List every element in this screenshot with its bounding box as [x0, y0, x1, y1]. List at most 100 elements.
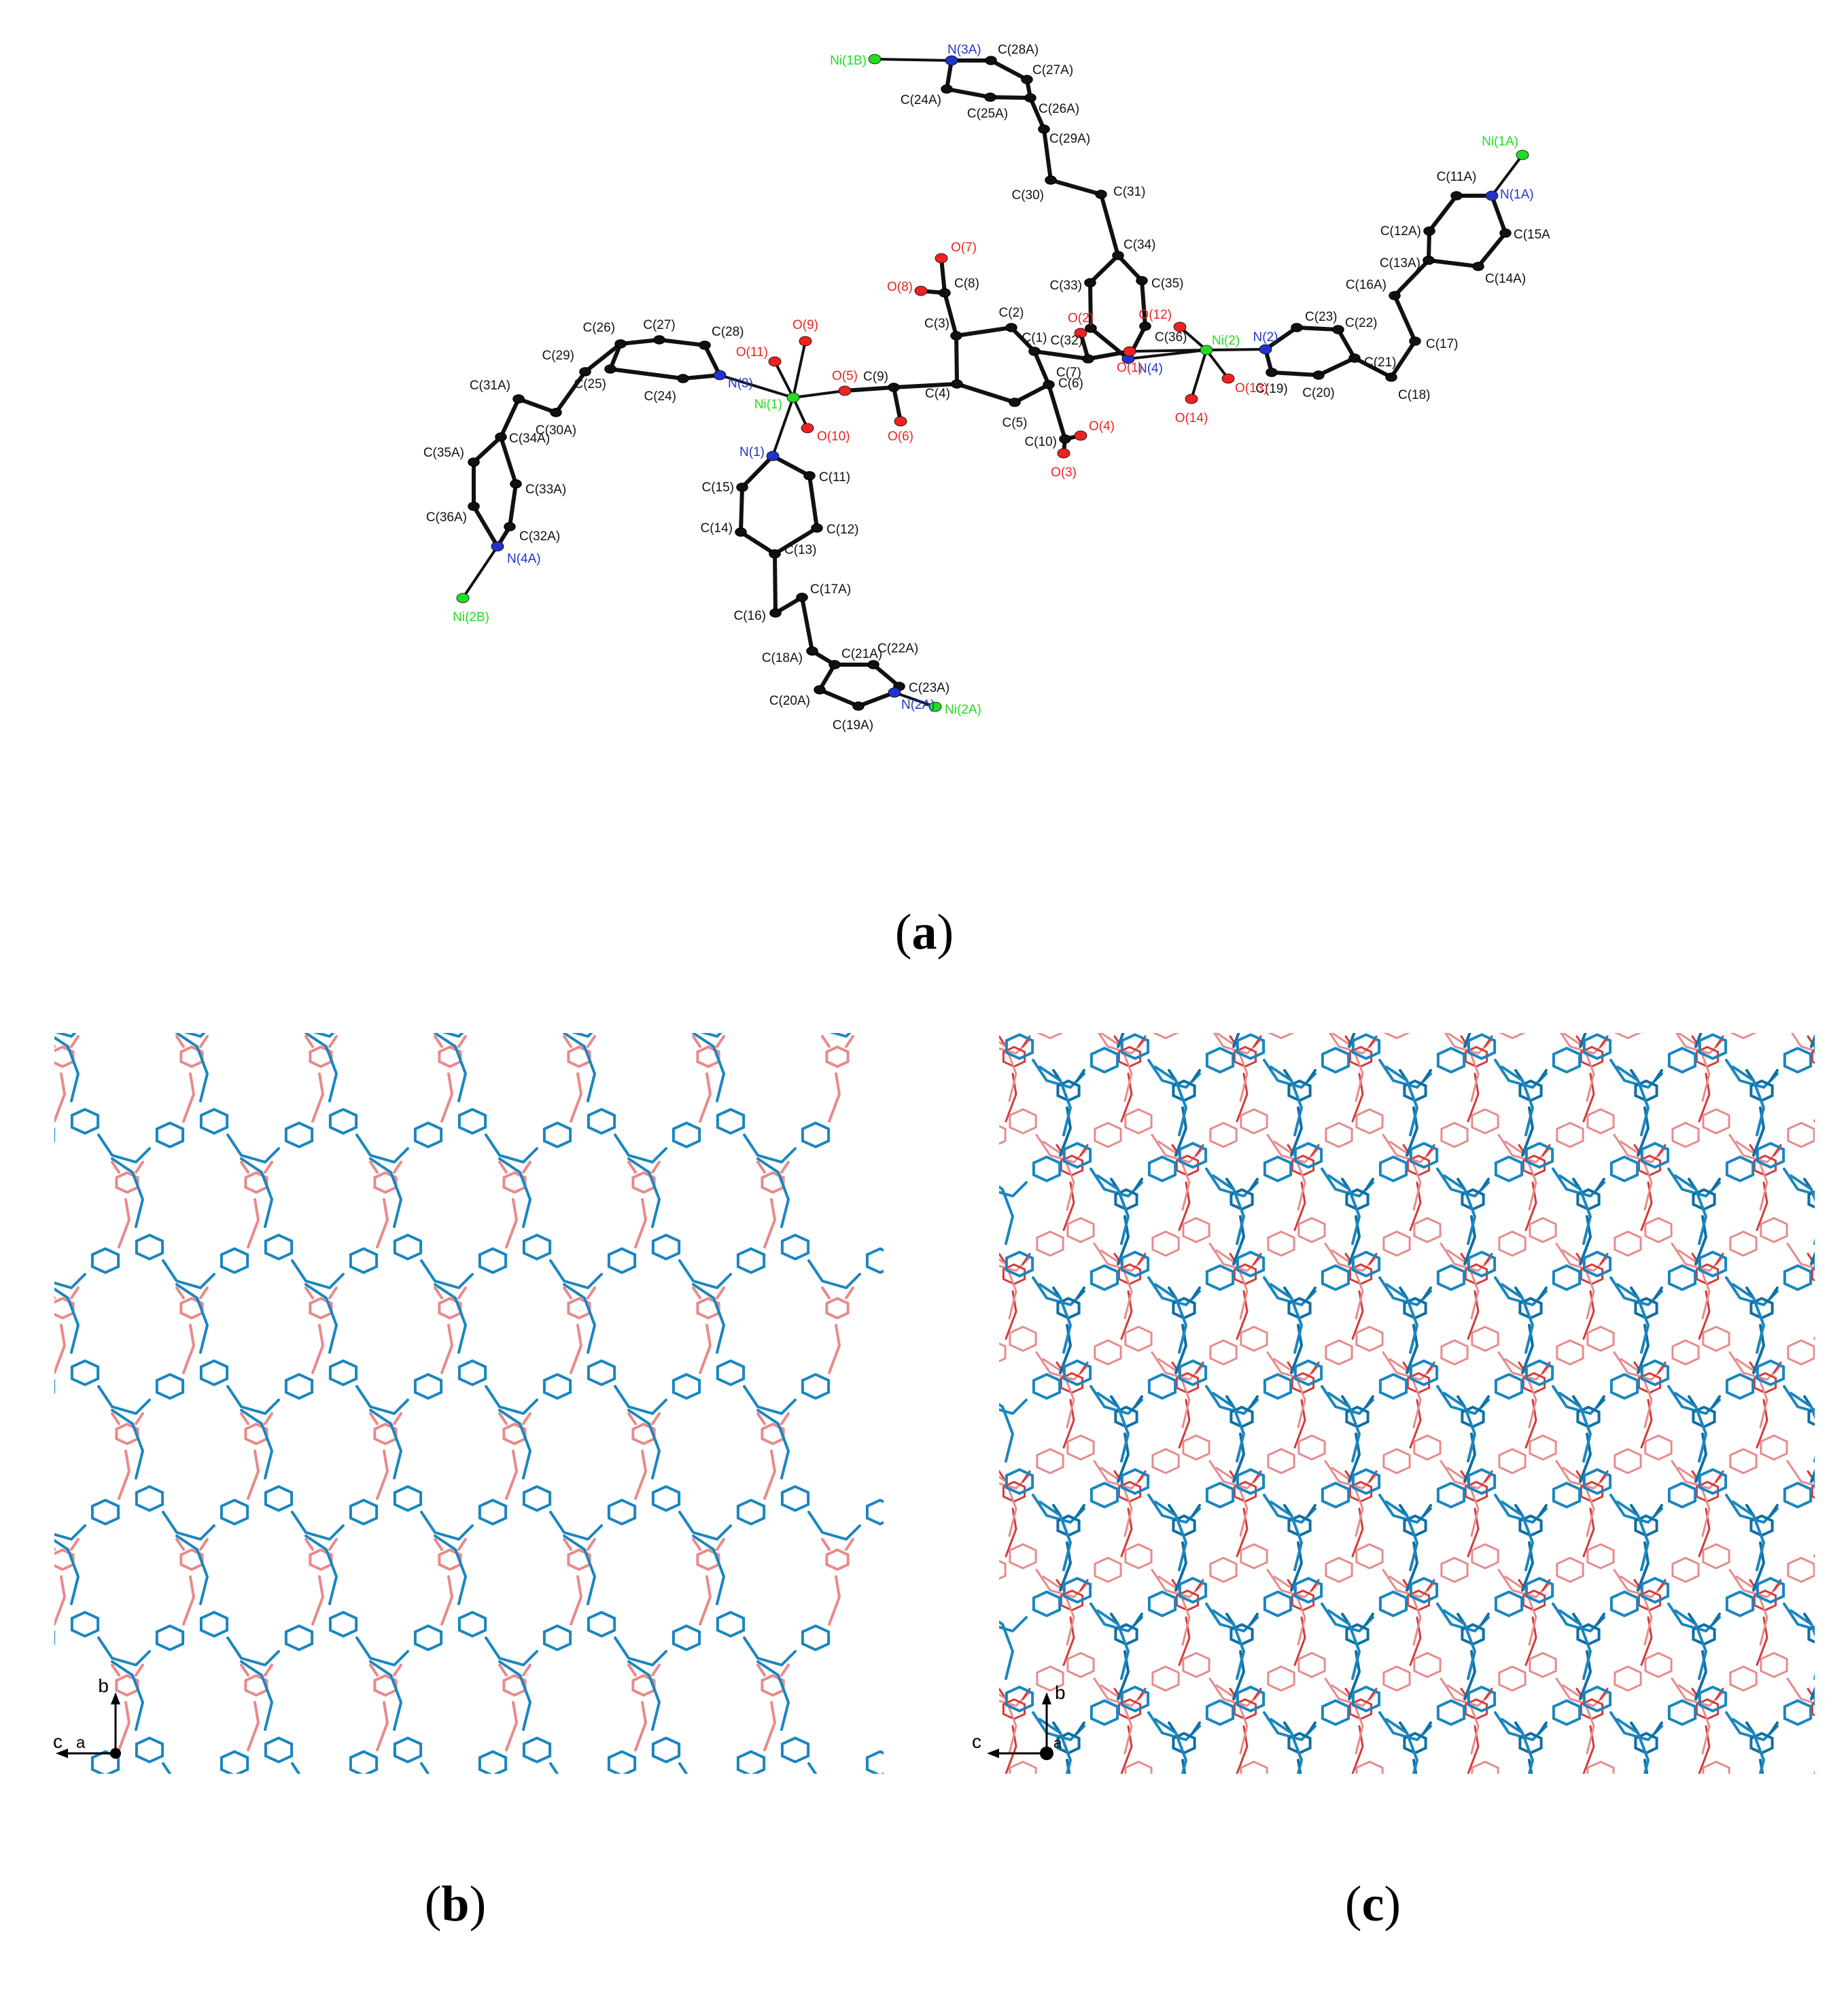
net-c-layer2-blue-linker: [1732, 1501, 1765, 1571]
atom-C12A: [1423, 226, 1435, 236]
atom-C17A: [796, 593, 808, 602]
bond-N4A-Ni2B: [461, 545, 499, 599]
net-b-red-bond: [587, 1286, 596, 1299]
net-c-layer1-red-ring: [1811, 1049, 1815, 1064]
atom-label-C11A: C(11A): [1437, 170, 1477, 184]
atom-label-C26A: C(26A): [1039, 102, 1079, 116]
net-c-layer1-blue-ring: [1471, 1760, 1499, 1774]
net-c-layer1-blue-linker: [1730, 1787, 1781, 1801]
net-b-blue-ring: [865, 1247, 884, 1274]
net-c-layer1-blue-linker: [1562, 1467, 1595, 1537]
bond-N2-C23: [1263, 326, 1299, 351]
panel-a-molecular-structure: Ni(1B)N(3A)C(28A)C(27A)C(24A)C(25A)C(26A…: [423, 43, 1550, 733]
atom-label-C8: C(8): [954, 277, 979, 291]
net-c-layer2-red-bond: [1307, 1069, 1317, 1082]
net-c-layer1-blue-ring: [1529, 1434, 1557, 1461]
net-b-red-bond: [434, 1538, 443, 1551]
atom-C29: [579, 367, 591, 376]
net-c-layer2-blue-linker: [1212, 1609, 1245, 1680]
net-b-blue-ring: [220, 1247, 249, 1274]
bond-C16A-C13A: [1393, 258, 1431, 298]
net-b-red-bond: [54, 1044, 56, 1048]
net-b-blue-ring: [70, 1108, 100, 1135]
net-b-blue-linker: [175, 1283, 209, 1354]
net-c-layer2-blue-ring: [1120, 1468, 1150, 1495]
net-c-layer1-blue-linker: [1614, 1787, 1665, 1801]
panel-c-interpenetrated-network: b c a: [972, 1019, 1815, 1801]
atom-label-C27A: C(27A): [1032, 63, 1073, 77]
net-b-blue-ring: [328, 1359, 358, 1386]
atom-label-O14: O(14): [1175, 411, 1208, 425]
axis-b-label: b: [98, 1675, 109, 1696]
net-c-layer2-blue-linker: [1783, 1602, 1815, 1631]
net-c-layer2-red-bond: [1654, 1504, 1663, 1517]
atom-O6: [894, 416, 907, 427]
bond-N1-C11: [771, 454, 812, 478]
net-c-layer1-blue-ring: [1761, 1019, 1787, 1025]
net-b-blue-linker: [54, 1524, 86, 1541]
net-b-red-ring: [825, 1045, 850, 1068]
net-b-red-ring: [244, 1422, 268, 1445]
atom-label-C20: C(20): [1302, 386, 1335, 400]
net-c-layer2-red-bond: [1191, 1069, 1201, 1082]
net-c-layer2-red-bond: [1538, 1069, 1548, 1082]
net-c-layer1-blue-linker: [1677, 1684, 1711, 1755]
net-b-blue-linker: [54, 1539, 80, 1605]
net-c-layer1-blue-ring: [1556, 1556, 1584, 1583]
net-c-layer1-blue-linker: [1036, 1787, 1087, 1801]
atom-label-O6: O(6): [888, 430, 913, 444]
net-b-blue-linker: [807, 1762, 818, 1774]
net-c-layer2-red-bond: [1769, 1721, 1779, 1734]
atom-label-N4A: N(4A): [507, 552, 541, 566]
net-b-blue-linker: [434, 1033, 467, 1102]
atom-label-Ni2: Ni(2): [1212, 334, 1240, 348]
net-c-layer2-blue-ring: [1467, 1685, 1497, 1713]
net-b-blue-linker: [240, 1660, 273, 1731]
net-c-layer1-blue-ring: [1240, 1760, 1268, 1774]
atom-O3: [1057, 448, 1070, 459]
net-b-red-bond: [175, 1286, 185, 1299]
net-c-layer2-blue-linker: [1327, 1174, 1361, 1245]
net-c-layer2-blue-ring: [1205, 1699, 1235, 1726]
atom-label-C15A: C(15A): [1514, 228, 1550, 242]
net-b-blue-ring: [328, 1108, 358, 1135]
bond-C22-C21: [1336, 328, 1357, 360]
net-c-layer2-blue-linker: [1501, 1718, 1534, 1774]
net-b-blue-linker: [97, 1636, 151, 1666]
atom-C36A: [468, 502, 480, 511]
net-c-layer1-blue-ring: [1036, 1665, 1064, 1692]
net-b-red-linker: [634, 1701, 647, 1751]
net-c-layer2-red-bond: [1423, 1286, 1432, 1299]
net-b-red-linker: [505, 1701, 518, 1751]
net-c-layer2-blue-ring: [1378, 1590, 1408, 1617]
net-b-blue-ring: [522, 1736, 552, 1764]
bond-O5-Ni1: [792, 389, 846, 399]
net-c-layer2-blue-ring: [1609, 1373, 1639, 1400]
net-c-layer2-blue-linker: [1443, 1609, 1476, 1680]
bond-C12-C13: [773, 526, 819, 556]
net-c-layer2-blue-ring: [1524, 1142, 1554, 1169]
net-b-red-linker: [763, 1450, 776, 1500]
net-c-layer1-blue-ring: [1498, 1033, 1527, 1040]
atom-O7: [935, 253, 948, 264]
net-c-layer2-red-bond: [1249, 1395, 1259, 1408]
bond-Ni1-N3: [718, 374, 795, 399]
net-c-layer1-blue-ring: [1556, 1339, 1584, 1366]
net-b-red-bond: [70, 1286, 80, 1299]
atom-O8: [914, 285, 928, 296]
net-b-blue-ring: [672, 1373, 701, 1400]
net-c-layer1-blue-ring: [1644, 1651, 1673, 1679]
atom-label-N1A: N(1A): [1500, 188, 1534, 202]
atom-labels-layer: Ni(1B)N(3A)C(28A)C(27A)C(24A)C(25A)C(26A…: [423, 43, 1550, 733]
net-c-layer2-blue-ring: [1205, 1047, 1235, 1074]
atom-C36: [1139, 321, 1151, 331]
atom-C13: [769, 549, 781, 559]
net-c-layer1-blue-linker: [1331, 1033, 1364, 1102]
net-c-layer2-blue-linker: [1732, 1283, 1765, 1354]
net-c-layer2-blue-ring: [1178, 1359, 1208, 1386]
net-c-layer2-red-bond: [1654, 1721, 1663, 1734]
atom-label-C2: C(2): [999, 306, 1024, 320]
net-c-layer2-blue-ring: [1552, 1482, 1582, 1509]
net-c-layer2-blue-linker: [999, 1181, 1028, 1197]
net-c-layer1-blue-linker: [999, 1691, 1031, 1707]
